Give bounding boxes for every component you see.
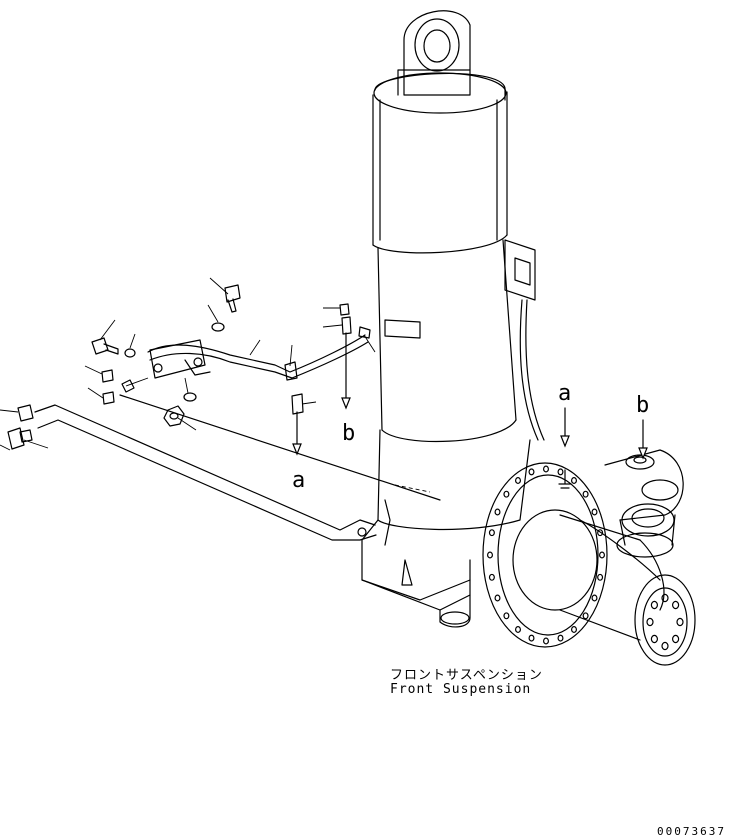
callout-b-lower: b xyxy=(342,421,355,446)
knuckle-housing xyxy=(361,429,531,628)
flange-bolt-hole xyxy=(503,490,510,498)
flange-bolt-hole xyxy=(488,573,495,581)
flange-bolt-hole xyxy=(570,626,577,633)
flange-bolt-hole xyxy=(582,490,589,498)
flange-bolt-hole xyxy=(503,612,510,620)
spindle-bolt-hole xyxy=(661,641,669,651)
suspension-cylinder xyxy=(372,10,545,443)
flange-bolt-hole xyxy=(488,529,495,537)
flange-bolt-hole xyxy=(528,634,535,642)
flange-bolt-hole xyxy=(494,508,501,516)
callout-arrows xyxy=(292,332,648,489)
flange-bolt-hole xyxy=(557,468,564,476)
flange-bolt-hole xyxy=(597,573,604,581)
flange-bolt-hole xyxy=(557,634,564,642)
flange-bolt-hole xyxy=(542,465,549,473)
grease-line xyxy=(34,394,441,541)
flange-bolt-hole xyxy=(514,477,521,484)
spindle-bolt-hole xyxy=(661,593,669,603)
spindle xyxy=(559,514,696,666)
spindle-bolt-hole xyxy=(676,617,684,627)
spindle-bolt-hole xyxy=(650,634,659,644)
exploded-parts xyxy=(0,277,376,451)
callout-a-lower: a xyxy=(292,468,305,493)
upper-grease-line xyxy=(147,334,369,381)
flange-bolt-hole xyxy=(528,468,535,476)
hub-flange xyxy=(482,462,608,648)
steering-arm xyxy=(604,449,684,558)
flange-bolt-hole xyxy=(597,529,604,537)
spindle-bolt-hole xyxy=(650,600,659,610)
caption-japanese: フロントサスペンション xyxy=(390,668,543,683)
flange-bolt-hole xyxy=(514,626,521,633)
flange-bolt-hole xyxy=(494,594,501,602)
spindle-bolt-hole xyxy=(671,600,680,610)
flange-bolt-hole xyxy=(582,612,589,620)
flange-bolt-hole xyxy=(487,551,494,559)
spindle-bolt-hole xyxy=(646,617,654,627)
flange-bolt-hole xyxy=(570,477,577,484)
flange-bolt-hole xyxy=(591,594,598,602)
spindle-bolt-hole xyxy=(671,634,680,644)
caption-english: Front Suspension xyxy=(390,682,532,697)
callout-a-right: a xyxy=(558,381,571,406)
flange-bolt-hole xyxy=(542,637,549,645)
document-number: 00073637 xyxy=(657,825,726,838)
callout-b-right: b xyxy=(636,393,649,418)
flange-bolt-hole xyxy=(598,551,605,559)
flange-bolt-hole xyxy=(591,508,598,516)
